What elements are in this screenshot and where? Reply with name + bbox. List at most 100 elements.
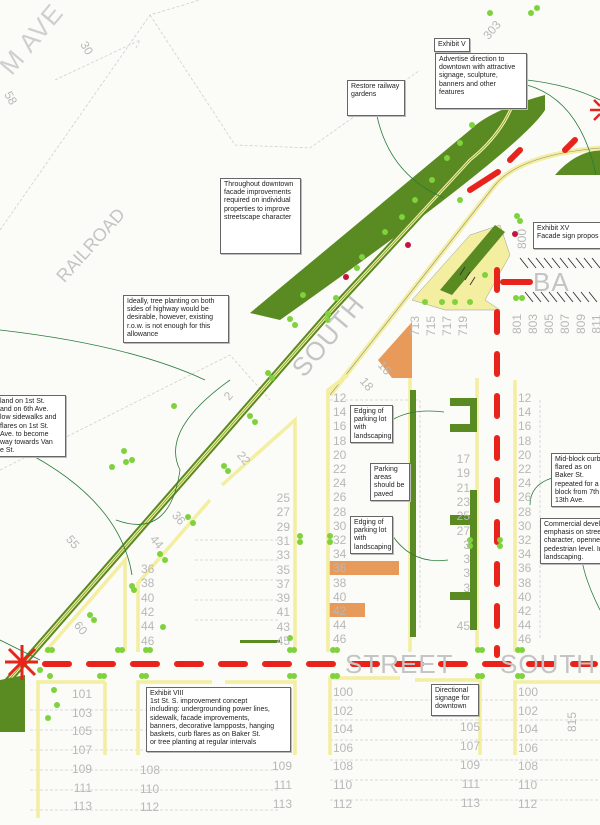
lot-number: 719 (456, 315, 471, 337)
lot-number: 30 (518, 518, 532, 533)
tree-dot (160, 624, 166, 630)
tree-dot (514, 213, 520, 219)
lot-number: 42 (141, 604, 155, 619)
edging-callout-2: Edging of parking lot with landscaping (350, 516, 393, 554)
orange-areas (329, 322, 412, 617)
lot-number: 46 (141, 633, 155, 648)
tree-dot (334, 673, 340, 679)
railway-gardens-callout: Restore railway gardens (347, 80, 405, 116)
tree-dot (87, 612, 93, 618)
lot-number: 800 (515, 228, 530, 250)
tree-dot (291, 647, 297, 653)
lot-number: 100 (518, 685, 539, 699)
lot-number: 39 (276, 591, 290, 606)
lot-number: 113 (272, 797, 292, 811)
tree-dot (287, 316, 293, 322)
asterisk-icon-2 (590, 99, 600, 121)
street-label-street: STREET (345, 649, 454, 679)
exhibit-xv-callout: Exhibit XV Facade sign propos (533, 222, 600, 249)
lot-number: 25 (456, 509, 470, 524)
lot-number: 45 (276, 634, 290, 648)
lot-number: 113 (460, 796, 480, 810)
lot-number: 102 (518, 703, 539, 718)
tree-dot (119, 647, 125, 653)
tree-dot (497, 543, 503, 549)
lot-number: 102 (333, 703, 354, 718)
lot-number: 801 (510, 313, 525, 335)
tree-dot (382, 229, 388, 235)
tree-dot (467, 299, 473, 305)
tree-dot (429, 177, 435, 183)
lot-number: 38 (518, 575, 532, 590)
lot-number: 111 (73, 780, 92, 795)
tree-dot (143, 673, 149, 679)
lot-number: 27 (276, 505, 290, 520)
lot-number: 103 (71, 705, 92, 720)
lot-number: 23 (456, 494, 470, 509)
lot-number: 26 (333, 490, 347, 505)
tree-dot (517, 218, 523, 224)
lot-number: 100 (333, 685, 354, 699)
street-label-baker: BA (533, 267, 570, 297)
tree-dot (457, 197, 463, 203)
tree-dot (479, 647, 485, 653)
tree-dot (452, 299, 458, 305)
lot-number: 42 (333, 604, 347, 618)
lot-number: 807 (558, 313, 573, 335)
lot-number: 34 (518, 547, 532, 562)
directional-signage-callout: Directional signage for downtown (431, 684, 479, 716)
lot-number: 107 (459, 739, 480, 753)
plaza-planting (440, 225, 505, 295)
facade-callout: Throughout downtown facade improvements … (220, 178, 301, 254)
tree-dot (297, 539, 303, 545)
tree-dot (325, 317, 331, 323)
lot-number: 107 (71, 743, 92, 758)
lot-number: 43 (276, 619, 290, 634)
lot-number: 29 (276, 519, 290, 534)
lot-number: 717 (440, 315, 455, 337)
lot-number: 109 (271, 759, 292, 773)
tree-dot (225, 468, 231, 474)
lot-number: 112 (140, 800, 160, 815)
first-street-note-callout: land on 1st St. and on 6th Ave. low side… (0, 395, 66, 457)
lot-number: 12 (333, 391, 347, 405)
lot-number: 31 (276, 533, 290, 548)
lot-number: 101 (71, 687, 92, 701)
tree-dot (457, 140, 463, 146)
lot-number: 45 (456, 619, 470, 633)
tree-dot (399, 214, 405, 220)
lot-number: 32 (518, 533, 532, 547)
tree-dot (121, 448, 127, 454)
lot-number: 110 (333, 778, 353, 792)
route-line (42, 137, 598, 667)
lot-number: 3 (463, 580, 470, 595)
lot-number: 40 (518, 589, 532, 604)
tree-dot (287, 635, 293, 641)
lot-number: 40 (141, 590, 155, 605)
lot-number: 805 (542, 313, 557, 335)
asterisk-icon (5, 645, 38, 680)
tree-dot (519, 673, 525, 679)
lot-number: 715 (424, 315, 439, 337)
lot-number: 105 (459, 720, 480, 734)
red-tree-dots (343, 231, 518, 280)
lot-number: 109 (459, 758, 480, 772)
lot-number: 25 (276, 491, 290, 505)
lot-number: 20 (518, 447, 532, 462)
lot-number: 3 (463, 566, 470, 581)
lot-number: 27 (456, 523, 470, 538)
lot-number: 44 (333, 618, 347, 633)
tree-dot (519, 295, 525, 301)
tree-dot (91, 617, 97, 623)
lot-number: 22 (518, 462, 532, 476)
tree-dot (497, 537, 503, 543)
tree-dot (37, 667, 43, 673)
street-label-south: SOUTH (500, 649, 596, 679)
tree-dot (162, 557, 168, 563)
lot-number: 112 (333, 796, 353, 811)
lot-number: 36 (518, 561, 532, 576)
tree-dot (252, 419, 258, 425)
lot-number: 106 (333, 740, 354, 755)
tree-dot (265, 370, 271, 376)
lot-number: 32 (333, 533, 347, 547)
